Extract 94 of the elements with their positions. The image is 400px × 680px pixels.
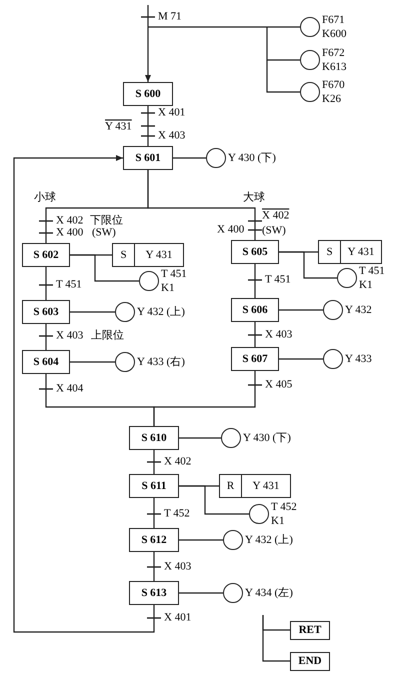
coil-label: K613 <box>322 60 346 74</box>
transition-label: X 403 <box>164 560 192 574</box>
step-box: S 607 <box>231 347 279 371</box>
connector-line <box>179 539 223 541</box>
step-box: S 606 <box>231 298 279 322</box>
transition-label: X 401 <box>164 612 192 624</box>
coil-label: K26 <box>322 92 342 106</box>
connector-line <box>147 106 149 146</box>
transition-label: X 401 <box>158 106 186 120</box>
step-box: S 600 <box>123 82 173 106</box>
connector-line <box>254 322 256 347</box>
set-reset-box <box>112 243 184 267</box>
transition-label: X 402 <box>56 214 84 228</box>
coil-label: Y 432 (上) <box>137 305 185 319</box>
connector-line <box>266 27 300 61</box>
connector-line <box>145 5 151 82</box>
connector-line <box>262 615 290 662</box>
connector-line <box>70 361 115 363</box>
connector-line <box>153 552 155 581</box>
set-reset-box <box>318 240 382 264</box>
coil-label: Y 430 (下) <box>228 151 276 165</box>
transition-label: X 400 <box>56 226 84 240</box>
coil-label: T 451 <box>161 267 187 281</box>
transition-label: T 451 <box>56 278 82 292</box>
coil-label: Y 432 (上) <box>245 533 293 547</box>
connector-line <box>153 371 256 426</box>
coil-label: Y 430 (下) <box>243 431 291 445</box>
step-box: S 604 <box>22 350 70 374</box>
connector-line <box>45 324 47 350</box>
connector-line <box>179 592 223 594</box>
transition-label: 上限位 <box>91 330 124 342</box>
transition-label: (SW) <box>92 226 116 240</box>
connector-line <box>254 264 256 298</box>
transition-label: X 403 <box>158 130 186 142</box>
instruction-box: END <box>290 652 330 671</box>
connector-line <box>147 170 256 240</box>
transition-label: 大球 <box>243 192 265 204</box>
step-box: S 612 <box>129 528 179 552</box>
box-text: S <box>113 244 135 266</box>
transition-label: Y 431 <box>105 120 132 134</box>
transition-label: X 403 <box>265 328 292 342</box>
coil-label: Y 433 (右) <box>137 355 185 369</box>
transition-label: 下限位 <box>90 214 123 228</box>
step-box: S 601 <box>123 146 173 170</box>
step-box: S 610 <box>129 426 179 450</box>
connector-line <box>266 60 300 93</box>
connector-line <box>279 251 337 279</box>
connector-line <box>70 311 115 313</box>
transition-label: X 400 <box>217 224 244 236</box>
step-box: S 602 <box>22 243 70 267</box>
connector-line <box>153 450 155 474</box>
step-box: S 613 <box>129 581 179 605</box>
box-text: R <box>220 475 242 497</box>
transition-label: X 404 <box>56 382 84 396</box>
connector-line <box>153 498 155 528</box>
coil-label: Y 434 (左) <box>245 586 293 600</box>
connector-line <box>179 437 221 439</box>
step-box: S 605 <box>231 240 279 264</box>
connector-line <box>179 485 249 515</box>
coil-label: F671 <box>322 13 346 27</box>
transition-label: M 71 <box>158 10 182 24</box>
instruction-box: RET <box>290 621 330 640</box>
connector-line <box>70 254 139 282</box>
box-text: Y 431 <box>144 248 174 263</box>
coil-label: K600 <box>322 27 346 41</box>
box-text: Y 431 <box>252 478 280 494</box>
coil-label: F672 <box>322 46 346 60</box>
coil-label: T 452 <box>271 500 297 514</box>
transition-label: 小球 <box>34 192 56 204</box>
step-box: S 603 <box>22 300 70 324</box>
connector-line <box>279 309 323 311</box>
connector-line <box>148 26 300 28</box>
connector-line <box>279 358 323 360</box>
coil-label: K1 <box>161 281 176 295</box>
box-text: S <box>319 241 341 263</box>
transition-label: T 452 <box>164 508 190 520</box>
coil-label: F670 <box>322 78 345 92</box>
box-text: Y 431 <box>346 244 376 260</box>
transition-label: (SW) <box>262 224 286 238</box>
coil-label: Y 433 <box>345 352 372 366</box>
transition-label: X 402 <box>164 456 192 468</box>
set-reset-box <box>219 474 291 498</box>
coil-label: K1 <box>359 278 374 292</box>
transition-label: X 402 <box>262 210 290 222</box>
step-box: S 611 <box>129 474 179 498</box>
coil-label: Y 432 <box>345 303 372 317</box>
connector-line <box>13 155 155 633</box>
transition-label: X 403 <box>56 330 84 342</box>
transition-label: T 451 <box>265 274 291 286</box>
coil-label: T 451 <box>359 264 385 278</box>
connector-line <box>45 267 47 300</box>
connector-line <box>173 157 206 159</box>
coil-label: K1 <box>271 514 286 528</box>
transition-label: X 405 <box>265 378 292 392</box>
